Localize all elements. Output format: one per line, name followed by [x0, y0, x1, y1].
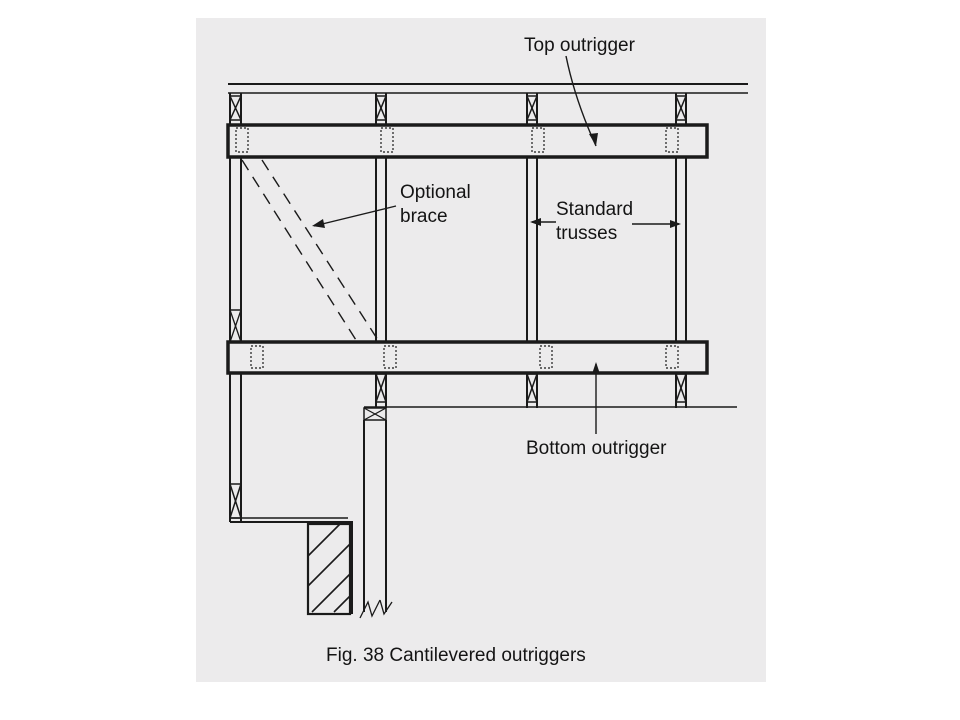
wall	[359, 407, 393, 619]
label-top-outrigger: Top outrigger	[524, 35, 635, 56]
top-outrigger-member	[226, 123, 709, 159]
leader-arrows	[312, 55, 681, 434]
optional-brace	[241, 159, 379, 341]
label-optional-brace-line2: brace	[400, 206, 448, 227]
blocking-bottom	[375, 373, 687, 403]
label-standard-trusses-line2: trusses	[556, 223, 618, 244]
fascia-block	[229, 483, 242, 519]
bottom-outrigger-member	[226, 309, 709, 375]
fly-rafter	[229, 93, 242, 522]
label-optional-brace-line1: Optional	[400, 182, 471, 203]
soffit-and-masonry	[230, 517, 353, 616]
roof-edge	[228, 83, 748, 94]
label-bottom-outrigger: Bottom outrigger	[526, 438, 667, 459]
label-standard-trusses-line1: Standard	[556, 199, 634, 220]
blocking-top	[229, 95, 687, 121]
figure-caption: Fig. 38 Cantilevered outriggers	[326, 645, 586, 666]
